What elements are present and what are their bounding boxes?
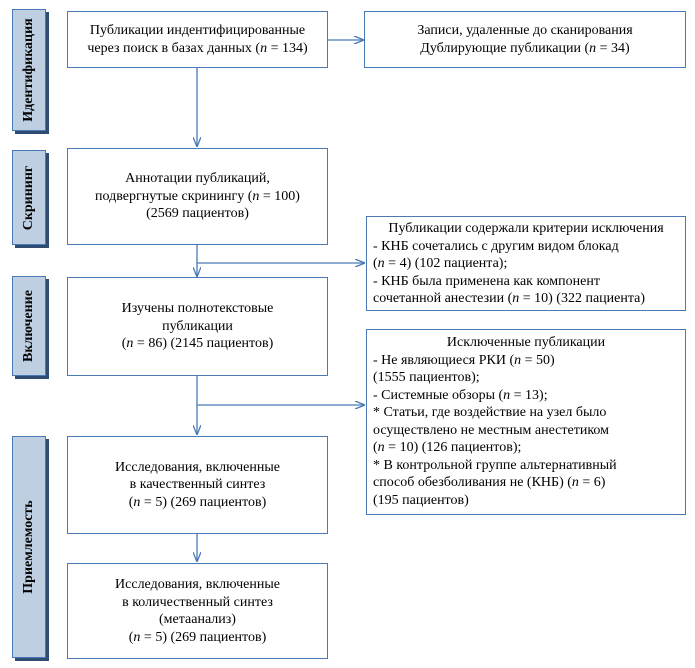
qualitative-synthesis-box: Исследования, включенные в качественный … [67, 436, 328, 534]
phase-eligibility: Приемлемость [12, 436, 46, 658]
screened-line2: подвергнутые скринингу (n = 100) [95, 188, 300, 204]
fulltext-line2: публикации [162, 318, 233, 334]
excluded-screen-line5: сочетанной анестезии (n = 10) (322 пацие… [373, 291, 646, 306]
phase-inclusion-label: Включение [21, 290, 36, 362]
fulltext-line3: (n = 86) (2145 пациентов) [121, 336, 274, 352]
phase-screening-label: Скрининг [21, 165, 36, 230]
identified-records-box: Публикации индентифицированные через пои… [67, 11, 328, 68]
excluded-full-line7: (n = 10) (126 пациентов); [373, 440, 522, 455]
removed-line2: Дублирующие публикации (n = 34) [420, 40, 630, 56]
quantitative-line4: (n = 5) (269 пациентов) [128, 629, 267, 645]
excluded-screen-line2: - КНБ сочетались с другим видом блокад [373, 238, 619, 254]
removed-records-box: Записи, удаленные до сканирования Дублир… [364, 11, 686, 68]
identified-line2: через поиск в базах данных (n = 134) [87, 40, 308, 56]
phase-screening: Скрининг [12, 150, 46, 245]
excluded-screening-box: Публикации содержали критерии исключения… [366, 216, 686, 311]
excluded-full-line6: осуществлено не местным анестетиком [373, 422, 609, 438]
identified-line1: Публикации индентифицированные [89, 23, 306, 38]
excluded-full-line5: * Статьи, где воздействие на узел было [373, 405, 607, 420]
excluded-full-line2: - Не являющиеся РКИ (n = 50) [373, 352, 555, 368]
qualitative-line3: (n = 5) (269 пациентов) [128, 494, 267, 510]
excluded-full-line10: (195 пациентов) [373, 492, 469, 508]
removed-line1: Записи, удаленные до сканирования [417, 23, 633, 38]
quantitative-line2: в количественный синтез [122, 594, 273, 610]
qualitative-line1: Исследования, включенные [115, 459, 280, 475]
screened-line3: (2569 пациентов) [146, 206, 249, 222]
excluded-full-line9: способ обезболивания не (КНБ) (n = 6) [373, 475, 606, 490]
excluded-full-line3: (1555 пациентов); [373, 370, 480, 385]
fulltext-line1: Изучены полнотекстовые [121, 301, 274, 317]
excluded-full-line8: * В контрольной группе альтернативный [373, 457, 617, 473]
quantitative-line3: (метаанализ) [159, 612, 236, 627]
phase-identification-label: Идентификация [21, 18, 36, 122]
fulltext-assessed-box: Изучены полнотекстовые публикации (n = 8… [67, 277, 328, 376]
excluded-screen-line3: (n = 4) (102 пациента); [373, 256, 508, 271]
excluded-fulltext-box: Исключенные публикации - Не являющиеся Р… [366, 329, 686, 515]
quantitative-line1: Исследования, включенные [115, 577, 280, 592]
screened-records-box: Аннотации публикаций, подвергнутые скрин… [67, 148, 328, 245]
qualitative-line2: в качественный синтез [129, 477, 266, 493]
excluded-full-title: Исключенные публикации [446, 335, 606, 350]
excluded-screen-line1: Публикации содержали критерии исключения [388, 221, 664, 236]
phase-identification: Идентификация [12, 9, 46, 131]
screened-line1: Аннотации публикаций, [125, 171, 270, 187]
quantitative-synthesis-box: Исследования, включенные в количественны… [67, 563, 328, 659]
phase-eligibility-label: Приемлемость [21, 500, 36, 594]
phase-inclusion: Включение [12, 276, 46, 376]
excluded-full-line4: - Системные обзоры (n = 13); [373, 387, 548, 403]
excluded-screen-line4: - КНБ была применена как компонент [373, 273, 600, 289]
